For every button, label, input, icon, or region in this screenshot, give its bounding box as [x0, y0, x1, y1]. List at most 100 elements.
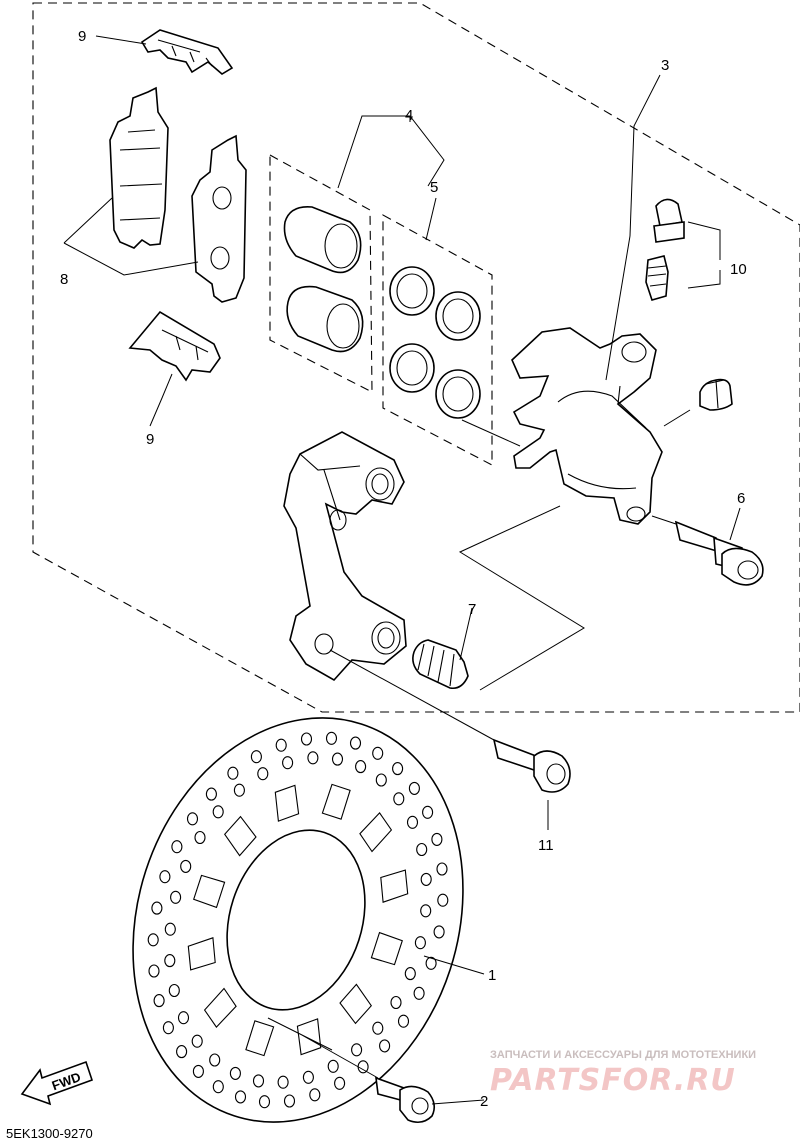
- slide-pin-bolt: [674, 520, 764, 586]
- leader-lines: [63, 35, 741, 1105]
- callout-1: 1: [488, 967, 496, 984]
- disc-slot: [321, 783, 351, 820]
- disc-hole: [250, 750, 262, 764]
- brake-disc: [132, 717, 464, 1123]
- disc-hole: [334, 1076, 346, 1090]
- disc-hole: [413, 986, 425, 1000]
- disc-hole: [153, 994, 165, 1008]
- disc-hole: [192, 1064, 204, 1078]
- disc-hole: [164, 954, 176, 968]
- disc-hole: [420, 872, 432, 886]
- seal-kit-boundary: [382, 214, 493, 466]
- disc-hole: [170, 890, 182, 904]
- disc-hole: [151, 901, 163, 915]
- caliper-pin-boot: [699, 378, 733, 411]
- disc-hole: [194, 830, 206, 845]
- pin-boot: [412, 639, 469, 690]
- disc-hole: [397, 1014, 410, 1028]
- disc-hole: [325, 731, 338, 745]
- disc-hole: [147, 933, 159, 947]
- disc-hole: [375, 773, 387, 787]
- disc-hole: [171, 840, 183, 854]
- disc-slot: [370, 931, 403, 966]
- disc-hole: [258, 1095, 271, 1109]
- caliper-assembly-boundary: [32, 2, 800, 713]
- disc-hole: [307, 751, 319, 765]
- callout-4: 4: [405, 107, 413, 124]
- disc-slot: [296, 1018, 322, 1056]
- disc-hole: [331, 752, 344, 766]
- disc-slot: [187, 937, 216, 971]
- forward-arrow-icon: FWD: [20, 1060, 94, 1106]
- caliper-body: [511, 327, 663, 525]
- disc-hole: [277, 1075, 289, 1089]
- disc-slot: [380, 869, 409, 903]
- disc-hole: [425, 956, 437, 970]
- disc-hole: [436, 862, 448, 876]
- disc-hole: [229, 1066, 241, 1080]
- disc-hole: [355, 760, 367, 774]
- disc-hole: [327, 1059, 339, 1073]
- disc-hole: [349, 736, 362, 750]
- disc-hole: [186, 812, 199, 826]
- disc-hole: [437, 893, 449, 907]
- disc-hole: [404, 967, 416, 981]
- disc-slot: [359, 812, 393, 853]
- brake-pad-right: [191, 134, 247, 303]
- disc-bolt: [375, 1076, 436, 1124]
- disc-hole: [351, 1043, 363, 1057]
- disc-hole: [159, 870, 171, 884]
- disc-hole: [177, 1011, 190, 1025]
- seal-set: [389, 266, 481, 419]
- piston-upper: [283, 205, 362, 274]
- disc-hole: [433, 925, 445, 939]
- disc-hole: [148, 964, 160, 978]
- piston-lower: [286, 285, 364, 353]
- disc-hole: [422, 805, 434, 819]
- disc-hole: [282, 756, 294, 770]
- disc-hole: [257, 767, 269, 781]
- callout-3: 3: [661, 57, 669, 74]
- disc-hole: [390, 995, 402, 1010]
- pad-spring-bottom: [128, 310, 221, 382]
- disc-hole: [164, 922, 176, 936]
- disc-hole: [431, 832, 443, 846]
- disc-hole: [233, 783, 245, 797]
- disc-slot: [223, 815, 257, 857]
- disc-hole: [372, 1021, 384, 1035]
- disc-hole: [209, 1053, 221, 1067]
- disc-hole: [162, 1021, 174, 1035]
- pad-spring-top: [140, 29, 234, 75]
- disc-hole: [191, 1034, 203, 1048]
- disc-hole: [309, 1088, 321, 1102]
- callout-6: 6: [737, 490, 745, 507]
- disc-hole: [408, 781, 420, 795]
- caliper-mount-bolt: [492, 738, 571, 793]
- disc-hole: [205, 787, 217, 801]
- disc-hole: [168, 983, 180, 998]
- callout-7: 7: [468, 601, 476, 618]
- disc-hole: [379, 1039, 391, 1053]
- disc-slot: [274, 784, 300, 822]
- disc-hole: [406, 815, 419, 829]
- callout-8: 8: [60, 271, 68, 288]
- callout-2: 2: [480, 1093, 488, 1110]
- callout-11: 11: [538, 837, 554, 854]
- disc-hole: [275, 738, 287, 752]
- disc-hole: [252, 1074, 265, 1088]
- disc-hole: [283, 1094, 296, 1108]
- disc-hole: [302, 1070, 314, 1084]
- callout-9-top: 9: [78, 28, 86, 45]
- watermark-tagline: ЗАПЧАСТИ И АКСЕССУАРЫ ДЛЯ МОТОТЕХНИКИ: [490, 1049, 756, 1061]
- disc-hole: [234, 1090, 247, 1104]
- disc-hole: [420, 904, 432, 918]
- callout-9-bottom: 9: [146, 431, 154, 448]
- disc-hole: [393, 792, 405, 806]
- disc-hole: [300, 732, 313, 746]
- disc-hole: [372, 746, 384, 760]
- callout-5: 5: [430, 179, 438, 196]
- watermark-brand: PARTSFOR.RU: [490, 1063, 736, 1098]
- disc-hole: [392, 762, 404, 776]
- disc-hole: [414, 936, 426, 950]
